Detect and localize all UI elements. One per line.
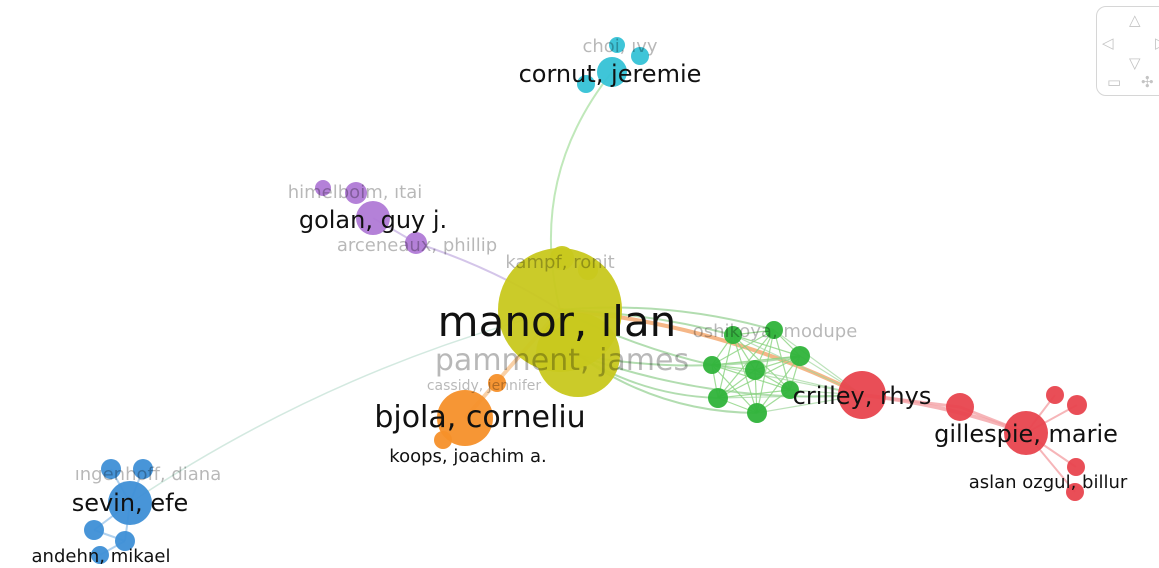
link-edge bbox=[129, 309, 561, 504]
author-node-red[interactable] bbox=[1067, 458, 1085, 476]
author-label-andehn: andehn, mikael bbox=[32, 546, 171, 567]
author-node-green[interactable] bbox=[747, 403, 767, 423]
author-node-red[interactable] bbox=[1004, 411, 1048, 455]
zoom-out-icon[interactable]: ▭ bbox=[1107, 73, 1122, 91]
author-node-green[interactable] bbox=[745, 360, 765, 380]
author-label-sevin: sevin, efe bbox=[72, 489, 189, 517]
author-label-himelboim: himelboim, ıtai bbox=[288, 182, 423, 203]
author-node-purple[interactable] bbox=[405, 232, 427, 254]
zoom-in-icon[interactable]: ✣ bbox=[1141, 73, 1154, 91]
author-node-green[interactable] bbox=[708, 388, 728, 408]
author-node-orange[interactable] bbox=[488, 374, 506, 392]
pan-right-icon[interactable]: ▷ bbox=[1155, 36, 1159, 51]
author-node-blue[interactable] bbox=[91, 546, 109, 564]
author-label-crilley: crilley, rhys bbox=[793, 382, 932, 410]
author-node-yellow[interactable] bbox=[578, 260, 598, 280]
author-node-yellow[interactable] bbox=[550, 246, 574, 270]
author-label-golan: golan, guy j. bbox=[299, 206, 447, 234]
author-label-cassidy: cassidy, jennifer bbox=[427, 378, 542, 394]
pan-up-icon[interactable]: △ bbox=[1129, 11, 1141, 29]
author-node-cyan[interactable] bbox=[577, 75, 595, 93]
author-node-red[interactable] bbox=[838, 371, 886, 419]
author-label-koops: koops, joachim a. bbox=[389, 446, 546, 467]
author-node-blue[interactable] bbox=[108, 481, 152, 525]
author-node-purple[interactable] bbox=[356, 201, 390, 235]
author-label-aslan: aslan ozgul, billur bbox=[969, 472, 1128, 493]
author-node-purple[interactable] bbox=[345, 182, 367, 204]
author-node-blue[interactable] bbox=[84, 520, 104, 540]
author-node-blue[interactable] bbox=[133, 459, 153, 479]
author-node-blue[interactable] bbox=[115, 531, 135, 551]
author-label-cornut: cornut, jeremie bbox=[519, 60, 702, 88]
author-node-yellow[interactable] bbox=[536, 313, 620, 397]
author-node-red[interactable] bbox=[1067, 395, 1087, 415]
author-label-gillespie: gillespie, marie bbox=[934, 420, 1118, 448]
author-label-manor: manor, ılan bbox=[438, 297, 677, 346]
pan-left-icon[interactable]: ◁ bbox=[1102, 34, 1114, 52]
author-label-arceneaux: arceneaux, phillip bbox=[337, 235, 497, 256]
author-label-ingenhoff: ıngenhoff, diana bbox=[75, 464, 221, 485]
author-node-purple[interactable] bbox=[315, 180, 331, 196]
author-node-green[interactable] bbox=[703, 356, 721, 374]
author-node-green[interactable] bbox=[724, 326, 742, 344]
author-node-green[interactable] bbox=[781, 381, 799, 399]
author-node-green[interactable] bbox=[765, 321, 783, 339]
author-node-orange[interactable] bbox=[434, 431, 452, 449]
author-label-oshikoya: oshikoya, modupe bbox=[693, 321, 858, 342]
author-node-orange[interactable] bbox=[437, 390, 493, 446]
author-node-red[interactable] bbox=[946, 393, 974, 421]
author-node-red[interactable] bbox=[1046, 386, 1064, 404]
navigation-control[interactable]: △ ◁ ▷ ▽ ▭ ✣ bbox=[1096, 6, 1159, 96]
author-label-kampf: kampf, ronit bbox=[505, 252, 614, 273]
author-label-choi: choi, ıvy bbox=[582, 36, 657, 57]
author-node-red[interactable] bbox=[1066, 483, 1084, 501]
author-node-cyan[interactable] bbox=[597, 57, 627, 87]
nodes-layer bbox=[84, 37, 1087, 564]
author-node-blue[interactable] bbox=[101, 459, 121, 479]
author-label-pamment: pamment, james bbox=[435, 343, 689, 378]
author-label-bjola: bjola, corneliu bbox=[374, 400, 585, 435]
author-node-cyan[interactable] bbox=[631, 47, 649, 65]
author-node-cyan[interactable] bbox=[609, 37, 625, 53]
pan-down-icon[interactable]: ▽ bbox=[1129, 54, 1141, 72]
author-node-green[interactable] bbox=[790, 346, 810, 366]
